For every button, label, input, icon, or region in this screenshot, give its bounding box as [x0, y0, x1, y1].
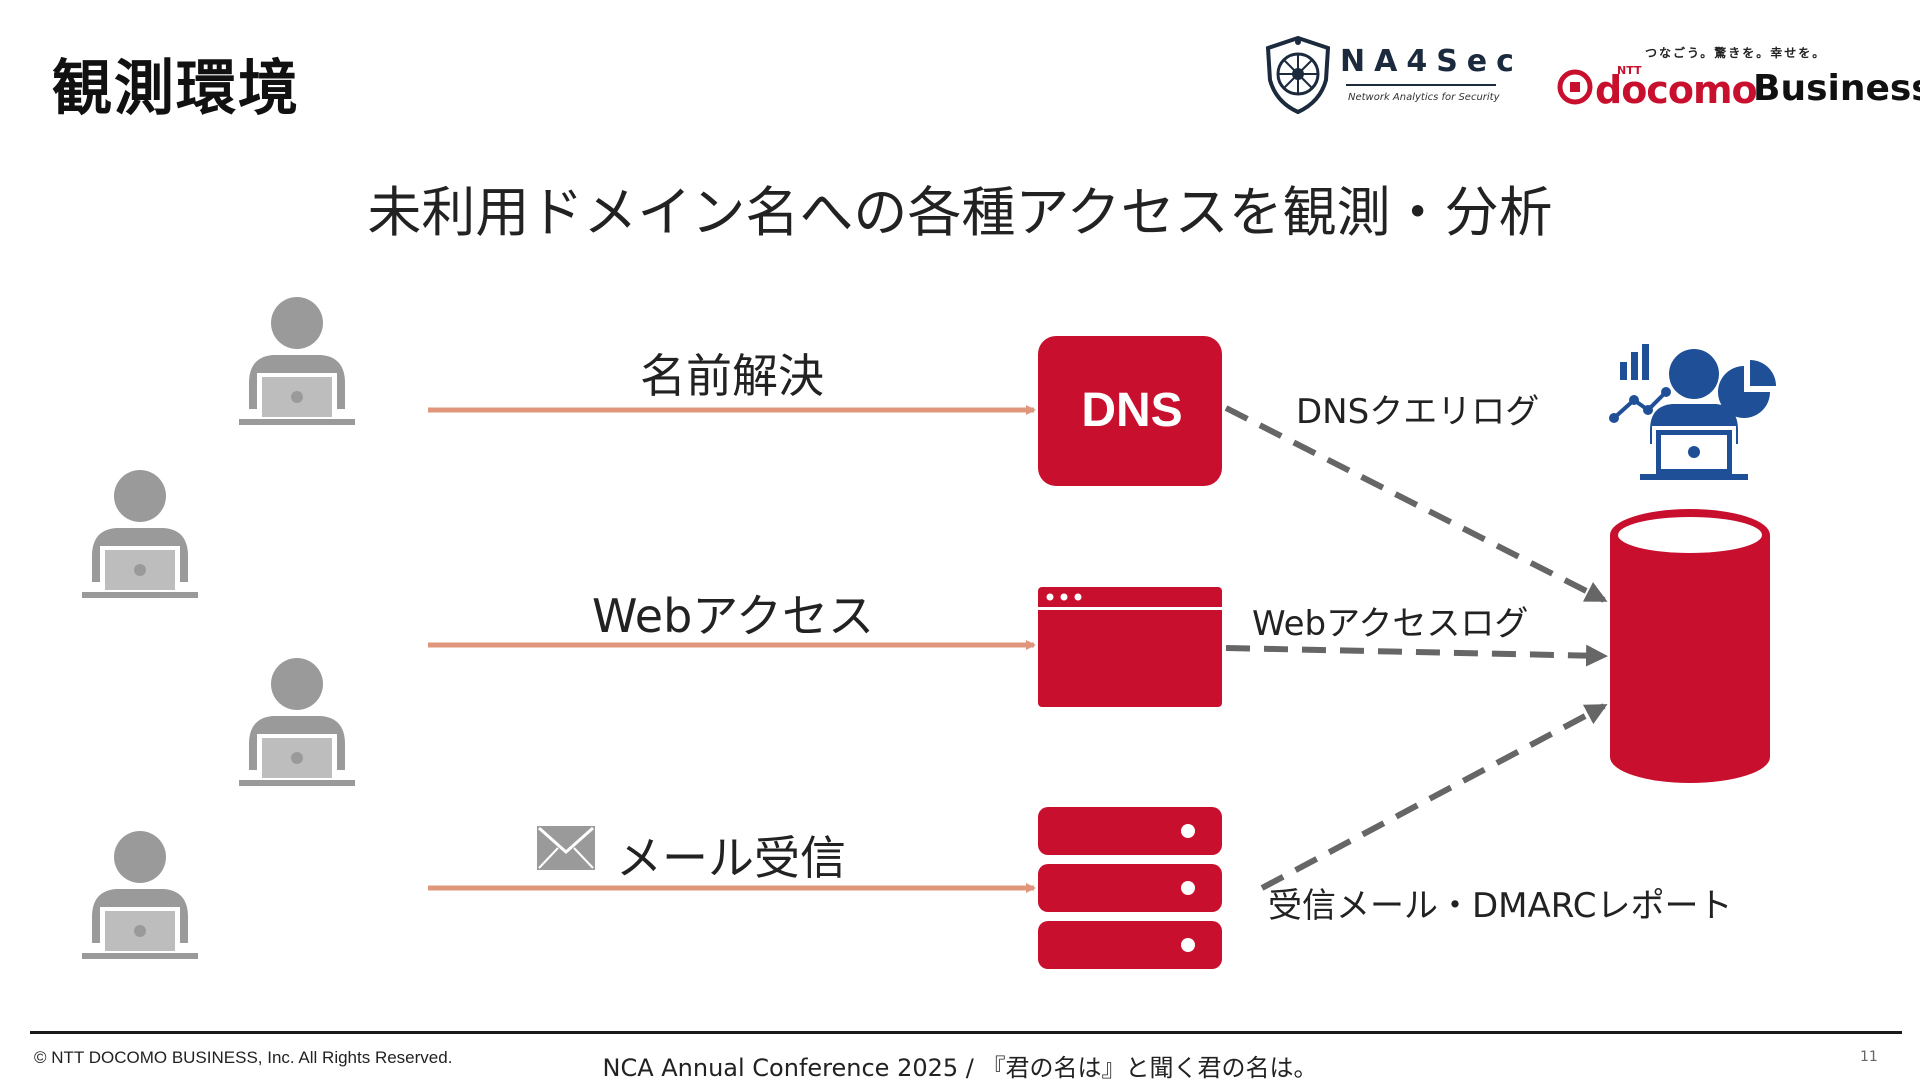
user-with-laptop-icon: [239, 297, 355, 425]
web-browser-icon: [1038, 587, 1222, 707]
mail-log-arrow: [1260, 703, 1608, 891]
docomo-business-text: Business: [1753, 68, 1920, 109]
web-access-log-label: Webアクセスログ: [1252, 604, 1529, 644]
envelope-icon: [537, 826, 595, 870]
web-access-label: Webアクセス: [592, 589, 874, 643]
page-number: 11: [1860, 1049, 1878, 1065]
footer-conference-title: NCA Annual Conference 2025 / 『君の名は』と聞く君の…: [602, 1054, 1318, 1082]
dns-server-icon: [1038, 336, 1222, 486]
na4sec-shield-logo-icon: [1265, 35, 1331, 115]
web-log-arrow: [1225, 644, 1608, 667]
dns-log-arrow: [1224, 405, 1608, 603]
docomo-tagline: つなごう。驚きを。幸せを。: [1645, 46, 1827, 60]
footer-copyright: © NTT DOCOMO BUSINESS, Inc. All Rights R…: [34, 1048, 453, 1067]
footer-divider: [30, 1031, 1902, 1034]
na4sec-logo-text: NA4Sec: [1340, 44, 1523, 79]
dns-query-log-label: DNSクエリログ: [1296, 392, 1540, 432]
mail-server-icon: [1038, 807, 1222, 969]
user-with-laptop-icon: [82, 470, 198, 598]
user-with-laptop-icon: [239, 658, 355, 786]
na4sec-logo-tagline: Network Analytics for Security: [1348, 92, 1500, 103]
mail-receive-label: メール受信: [616, 831, 846, 885]
docomo-brand-text: docomo: [1595, 68, 1758, 112]
user-with-laptop-icon: [82, 831, 198, 959]
docomo-ring-logo-icon: [1557, 69, 1593, 105]
diagram-subtitle: 未利用ドメイン名への各種アクセスを観測・分析: [367, 181, 1553, 244]
docomo-ntt-mark: NTT: [1617, 64, 1642, 77]
page-title: 観測環境: [52, 54, 300, 124]
mail-dmarc-report-label: 受信メール・DMARCレポート: [1268, 886, 1733, 926]
analyst-with-charts-icon: [1609, 344, 1776, 480]
name-resolution-label: 名前解決: [640, 349, 824, 403]
database-cylinder-icon: [1610, 509, 1770, 783]
dns-server-label: DNS: [1081, 384, 1183, 437]
na4sec-logo-divider: [1346, 84, 1496, 86]
